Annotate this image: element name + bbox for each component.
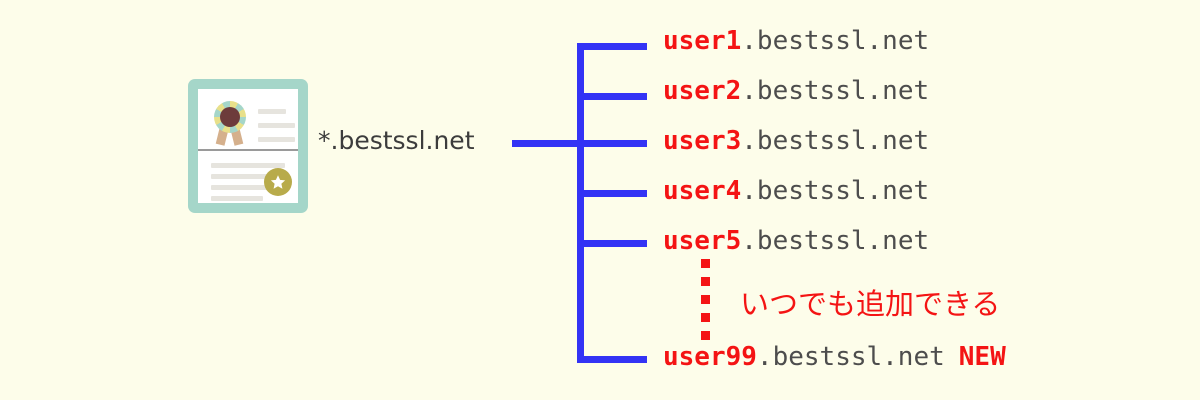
subdomain-row: user3.bestssl.net	[663, 128, 929, 154]
subdomain-user: user5	[663, 226, 742, 256]
connector-spine-line	[577, 43, 584, 363]
certificate-text-line	[211, 174, 285, 179]
connector-trunk-line	[512, 140, 584, 147]
subdomain-user: user1	[663, 26, 742, 56]
vertical-ellipsis	[701, 259, 710, 340]
subdomain-row-new: user99.bestssl.net NEW	[663, 344, 1006, 370]
certificate-text-line	[258, 137, 295, 142]
subdomain-user: user3	[663, 126, 742, 156]
subdomain-user: user99	[663, 342, 757, 372]
ellipsis-dot	[701, 331, 710, 340]
ellipsis-dot	[701, 277, 710, 286]
certificate-text-line	[211, 185, 285, 190]
connector-branch-line	[577, 240, 647, 247]
subdomain-domain: .bestssl.net	[741, 176, 930, 206]
certificate-text-line	[211, 163, 285, 168]
connector-branch-line	[577, 93, 647, 100]
subdomain-user: user4	[663, 176, 742, 206]
subdomain-row: user2.bestssl.net	[663, 78, 929, 104]
connector-branch-line	[577, 356, 647, 363]
ellipsis-dot	[701, 313, 710, 322]
subdomain-user: user2	[663, 76, 742, 106]
star-seal-icon	[264, 168, 292, 196]
certificate-page	[198, 89, 298, 203]
ellipsis-dot	[701, 259, 710, 268]
award-rosette-icon	[209, 99, 251, 147]
subdomain-row: user1.bestssl.net	[663, 28, 929, 54]
subdomain-domain: .bestssl.net	[741, 126, 930, 156]
new-badge: NEW	[958, 342, 1006, 372]
ellipsis-dot	[701, 295, 710, 304]
subdomain-domain: .bestssl.net	[741, 26, 930, 56]
connector-branch-line	[577, 140, 647, 147]
connector-branch-line	[577, 190, 647, 197]
certificate-divider	[198, 149, 298, 151]
subdomain-row: user4.bestssl.net	[663, 178, 929, 204]
subdomain-row: user5.bestssl.net	[663, 228, 929, 254]
subdomain-domain: .bestssl.net	[741, 76, 930, 106]
subdomain-domain: .bestssl.net	[756, 342, 945, 372]
wildcard-domain-label: *.bestssl.net	[318, 126, 475, 155]
certificate-text-line	[258, 123, 295, 128]
connector-branch-line	[577, 43, 647, 50]
rosette-center	[220, 107, 240, 127]
subdomain-domain: .bestssl.net	[741, 226, 930, 256]
annotation-note: いつでも追加できる	[740, 287, 1001, 321]
certificate-text-line	[211, 196, 263, 201]
certificate-text-line	[258, 109, 286, 114]
certificate-icon	[188, 79, 308, 213]
